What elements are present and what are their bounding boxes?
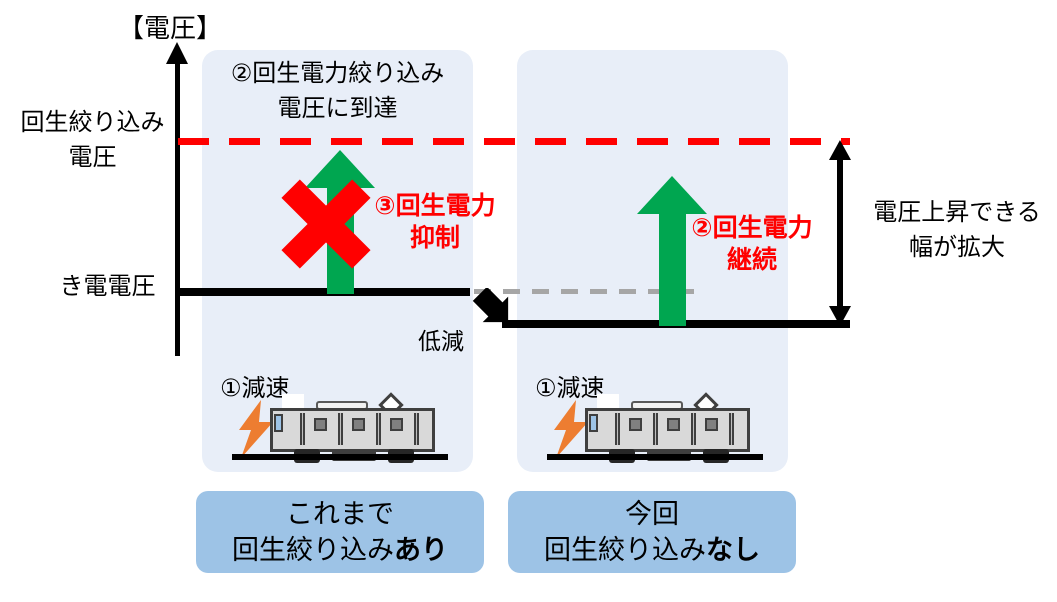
train-scene-after: ①減速 <box>517 368 788 478</box>
voltage-margin-note-line1: 電圧上昇できる <box>873 199 1041 226</box>
arrow-shaft <box>837 156 843 310</box>
train-window <box>390 418 403 431</box>
threshold-voltage-label-line2: 電圧 <box>68 144 117 171</box>
train-door <box>615 413 620 445</box>
arrow-head-up <box>829 140 851 160</box>
regen-continued-note-line1: ②回生電力 <box>691 214 813 242</box>
regen-suppressed-note-line1: ③回生電力 <box>374 192 496 220</box>
train-door <box>691 413 696 445</box>
train-door <box>376 413 381 445</box>
train-door <box>729 413 734 445</box>
arrow-head <box>305 150 375 188</box>
voltage-margin-double-arrow-icon <box>829 140 851 326</box>
reach-threshold-note-line2: 電圧に到達 <box>277 95 398 122</box>
regen-continued-note: ②回生電力 継続 <box>672 212 832 276</box>
lightning-bolt-icon <box>235 400 275 458</box>
voltage-margin-note-line2: 幅が拡大 <box>909 234 1005 261</box>
train-window <box>705 418 718 431</box>
threshold-voltage-label: 回生絞り込み 電圧 <box>10 105 175 175</box>
cab-window <box>589 414 598 432</box>
train-door <box>414 413 419 445</box>
arrow-head-down <box>829 306 851 326</box>
rail-line <box>232 454 448 460</box>
lightning-bolt-icon <box>550 400 590 458</box>
voltage-margin-note: 電圧上昇できる 幅が拡大 <box>862 195 1052 265</box>
lowering-label: 低減 <box>418 328 464 354</box>
caption-before: これまで 回生絞り込みあり <box>196 491 484 573</box>
caption-after-line1: 今回 <box>625 499 679 529</box>
threshold-voltage-label-line1: 回生絞り込み <box>20 109 165 136</box>
cab-window <box>274 414 283 432</box>
voltage-lowering-arrow-icon <box>470 286 518 336</box>
regen-suppressed-note-line2: 抑制 <box>409 224 460 252</box>
feeder-voltage-line-before <box>178 288 470 296</box>
voltage-axis-line <box>175 60 180 356</box>
train-window <box>667 418 680 431</box>
train-door <box>300 413 305 445</box>
arrow-head <box>637 176 707 214</box>
train-window <box>629 418 642 431</box>
train-door <box>338 413 343 445</box>
caption-after-line2-plain: 回生絞り込み <box>544 535 706 565</box>
caption-after-line2: 回生絞り込みなし <box>544 532 760 568</box>
feeder-voltage-label: き電電圧 <box>59 273 156 300</box>
reach-threshold-note-line1: ②回生電力絞り込み <box>230 60 445 87</box>
regen-continued-note-line2: 継続 <box>726 246 777 274</box>
train-scene-before: ①減速 <box>202 368 473 478</box>
arrow-shaft <box>659 211 686 326</box>
caption-after: 今回 回生絞り込みなし <box>508 491 796 573</box>
decelerate-label: ①減速 <box>220 375 290 402</box>
train-icon <box>270 392 435 463</box>
threshold-voltage-line <box>178 138 850 145</box>
train-icon <box>585 392 750 463</box>
reach-threshold-note: ②回生電力絞り込み 電圧に到達 <box>205 56 470 126</box>
regen-power-arrow-after-icon <box>637 176 707 326</box>
train-window <box>314 418 327 431</box>
train-window <box>352 418 365 431</box>
previous-feeder-reference-line <box>474 289 704 294</box>
caption-before-line2-plain: 回生絞り込み <box>232 535 394 565</box>
caption-before-line1: これまで <box>286 499 394 529</box>
voltage-axis-arrow-icon <box>166 42 188 64</box>
regen-suppressed-note: ③回生電力 抑制 <box>355 190 515 254</box>
caption-after-line2-bold: なし <box>706 535 760 565</box>
caption-before-line2-bold: あり <box>394 535 448 565</box>
rail-line <box>547 454 763 460</box>
axis-title: 【電圧】 <box>118 13 223 43</box>
caption-before-line2: 回生絞り込みあり <box>232 532 448 568</box>
train-door <box>653 413 658 445</box>
decelerate-label: ①減速 <box>535 375 605 402</box>
